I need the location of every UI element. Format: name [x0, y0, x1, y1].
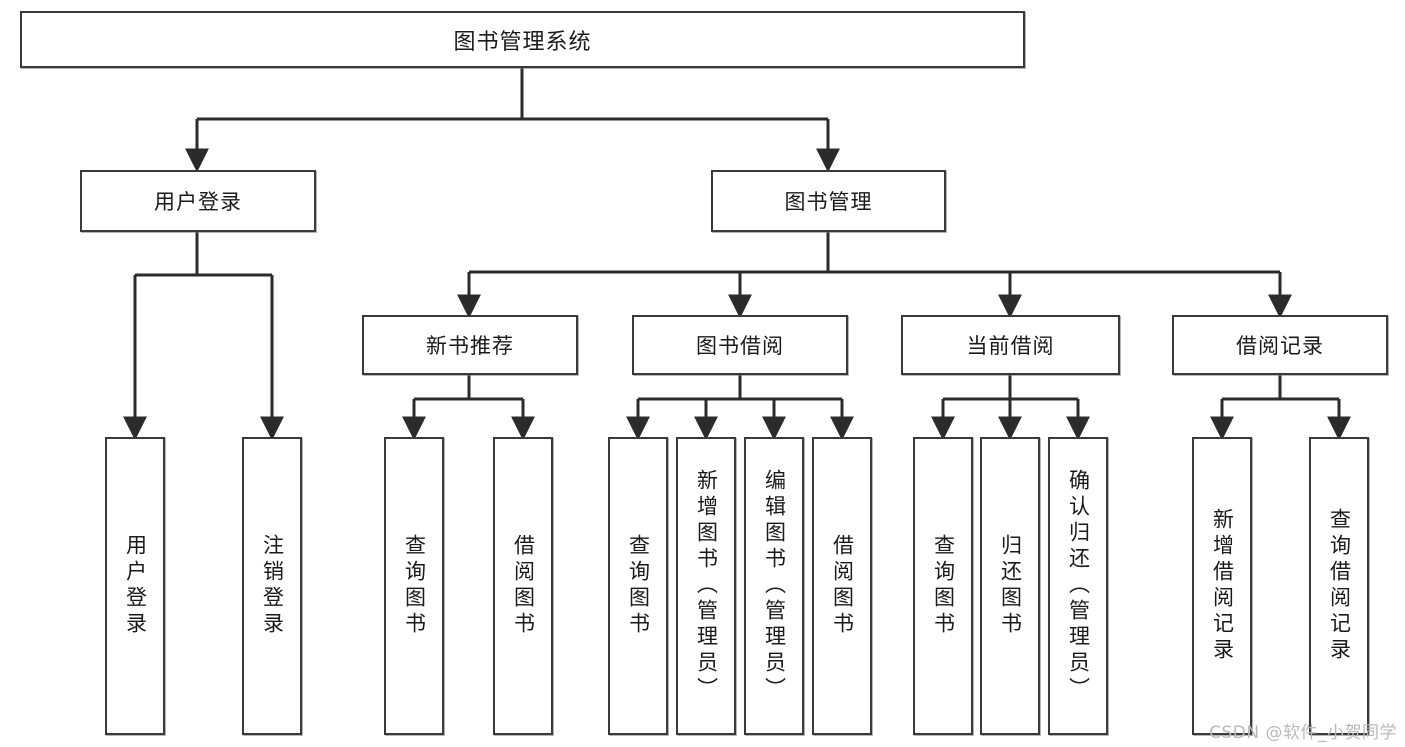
leaf-current-query-books[interactable]: 查询图书	[913, 437, 973, 735]
edges-newbook-to-leaves	[402, 375, 535, 441]
node-label: 确认归还（管理员）	[1066, 469, 1091, 703]
edges-records-to-leaves	[1210, 375, 1351, 441]
watermark-text: CSDN @软件_小贺同学	[1209, 723, 1397, 743]
leaf-records-query-record[interactable]: 查询借阅记录	[1309, 437, 1369, 735]
leaf-new-book-query-books[interactable]: 查询图书	[384, 437, 444, 735]
node-label: 查询图书	[931, 534, 956, 638]
node-user-login[interactable]: 用户登录	[80, 170, 316, 232]
node-root-library-system[interactable]: 图书管理系统	[20, 11, 1025, 68]
node-label: 新增借阅记录	[1210, 508, 1235, 664]
node-label: 新书推荐	[426, 334, 514, 358]
node-book-borrow[interactable]: 图书借阅	[632, 315, 848, 375]
node-label: 查询借阅记录	[1327, 508, 1352, 664]
leaf-new-book-borrow-books[interactable]: 借阅图书	[493, 437, 553, 735]
node-label: 查询图书	[626, 534, 651, 638]
leaf-user-login-do-login[interactable]: 用户登录	[105, 437, 165, 735]
node-book-management[interactable]: 图书管理	[711, 170, 946, 232]
node-label: 用户登录	[154, 190, 242, 214]
edges-current-to-leaves	[931, 375, 1090, 441]
node-label: 图书管理	[784, 190, 873, 214]
edges-bookmgmt-to-level3	[457, 232, 1292, 319]
node-label: 借阅图书	[830, 534, 855, 638]
leaf-current-confirm-return-admin[interactable]: 确认归还（管理员）	[1048, 437, 1108, 735]
node-label: 查询图书	[402, 534, 427, 638]
leaf-borrow-borrow-books[interactable]: 借阅图书	[812, 437, 872, 735]
node-new-book-recommend[interactable]: 新书推荐	[362, 315, 578, 375]
node-label: 借阅图书	[511, 534, 536, 638]
leaf-user-login-logout[interactable]: 注销登录	[242, 437, 302, 735]
leaf-borrow-edit-book-admin[interactable]: 编辑图书（管理员）	[744, 437, 804, 735]
edges-root-to-level2	[185, 68, 840, 173]
node-label: 编辑图书（管理员）	[762, 469, 787, 703]
node-label: 图书管理系统	[453, 29, 592, 55]
leaf-current-return-books[interactable]: 归还图书	[980, 437, 1040, 735]
node-label: 注销登录	[260, 534, 285, 638]
node-label: 用户登录	[123, 534, 148, 638]
node-label: 当前借阅	[966, 334, 1055, 358]
leaf-borrow-query-books[interactable]: 查询图书	[608, 437, 668, 735]
leaf-borrow-add-book-admin[interactable]: 新增图书（管理员）	[676, 437, 736, 735]
node-label: 归还图书	[998, 534, 1023, 638]
node-label: 图书借阅	[696, 334, 784, 358]
leaf-records-add-record[interactable]: 新增借阅记录	[1192, 437, 1252, 735]
node-label: 借阅记录	[1236, 334, 1324, 358]
node-current-borrow[interactable]: 当前借阅	[901, 315, 1120, 375]
node-borrow-records[interactable]: 借阅记录	[1172, 315, 1388, 375]
node-label: 新增图书（管理员）	[694, 469, 719, 703]
edges-borrow-to-leaves	[626, 375, 854, 441]
edges-userlogin-to-leaves	[123, 232, 284, 441]
